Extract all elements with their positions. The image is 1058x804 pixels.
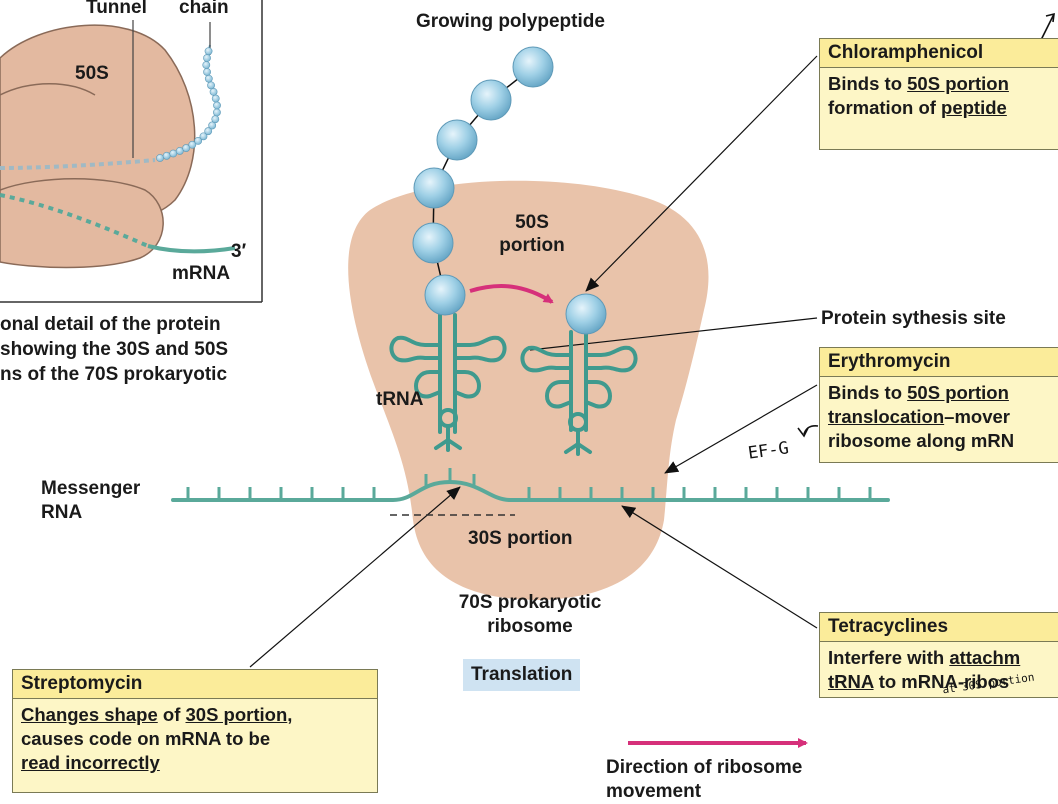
inset-chain-bead: [204, 47, 213, 56]
messenger-rna-label-line-1: Messenger: [41, 478, 141, 499]
inset-chain-bead: [213, 108, 221, 117]
chloramphenicol-title: Chloramphenicol: [820, 39, 1058, 68]
trna-right: [520, 330, 638, 456]
tetracyclines-text-2b: to mRNA-ribos: [873, 671, 1010, 692]
inset-chain-bead: [213, 101, 221, 110]
erythromycin-text-2u: translocation: [828, 406, 945, 427]
direction-label-line-1: Direction of ribosome: [606, 757, 803, 778]
inset-chain-bead: [202, 61, 211, 69]
streptomycin-title: Streptomycin: [13, 670, 377, 699]
protein-synthesis-site-label: Protein sythesis site: [821, 308, 1006, 329]
inset-chain-bead: [169, 149, 178, 158]
chloramphenicol-text-1a: Binds to: [828, 73, 908, 94]
polypeptide-beads: [412, 46, 607, 335]
streptomycin-text-1u1: Changes shape: [21, 704, 158, 725]
chloramphenicol-text-2a: formation of: [828, 97, 942, 118]
portion-30s-label: 30S portion: [468, 528, 573, 549]
chloramphenicol-text-1u: 50S portion: [907, 73, 1009, 94]
tetracyclines-title: Tetracyclines: [820, 613, 1058, 642]
streptomycin-text-3: read incorrectly: [21, 752, 160, 773]
inset-chain-bead: [182, 144, 191, 152]
portion-50s-label-line-2: portion: [499, 235, 565, 256]
inset-chain-bead: [204, 74, 213, 83]
inset-panel: [0, 0, 263, 303]
chloramphenicol-box: Chloramphenicol Binds to 50S portion for…: [819, 38, 1058, 150]
inset-chain-bead: [175, 147, 184, 155]
erythromycin-box: Erythromycin Binds to 50S portion transl…: [819, 347, 1058, 463]
erythromycin-text-1u: 50S portion: [907, 382, 1009, 403]
tetracyclines-text-2u: tRNA: [828, 671, 874, 692]
portion-50s-label-line-1: 50S: [515, 212, 549, 233]
direction-label-line-2: movement: [606, 781, 702, 802]
inset-tunnel-label: Tunnel: [86, 0, 147, 18]
chloramphenicol-text-2u: peptide: [941, 97, 1007, 118]
streptomycin-box: Streptomycin Changes shape of 30S portio…: [12, 669, 378, 793]
inset-chain-bead: [203, 54, 211, 62]
tetracyclines-box: Tetracyclines Interfere with attachm tRN…: [819, 612, 1058, 698]
inset-chain-bead: [207, 81, 215, 90]
ribosome-label-line-2: ribosome: [487, 616, 573, 637]
erythromycin-text-3: ribosome along mRN: [828, 430, 1015, 451]
inset-50s-label: 50S: [75, 63, 109, 84]
inset-chain-bead: [211, 115, 220, 124]
tetracyclines-text-1u: attachm: [949, 647, 1021, 668]
inset-caption-line-3: ns of the 70S prokaryotic: [0, 364, 228, 385]
streptomycin-text-1u2: 30S portion: [185, 704, 288, 725]
inset-3prime-label: 3′: [231, 241, 247, 262]
peptide-transfer-arrow: [469, 284, 554, 304]
erythromycin-text-2b: –mover: [944, 406, 1010, 427]
erythromycin-title: Erythromycin: [820, 348, 1058, 377]
tetracyclines-text-1a: Interfere with: [828, 647, 950, 668]
inset-chain-bead: [199, 132, 208, 141]
streptomycin-text-2: causes code on mRNA to be: [21, 728, 271, 749]
inset-chain-bead: [208, 121, 217, 130]
streptomycin-text-1a: of: [157, 704, 186, 725]
inset-chain-label: chain: [179, 0, 229, 18]
erythromycin-text-1a: Binds to: [828, 382, 908, 403]
inset-chain-bead: [156, 154, 164, 162]
inset-caption-line-2: showing the 30S and 50S: [0, 339, 229, 360]
inset-caption-line-1: onal detail of the protein: [0, 314, 221, 335]
inset-chain-bead: [203, 68, 211, 76]
inset-chain-bead: [188, 140, 197, 149]
inset-chain-bead: [162, 151, 171, 160]
inset-chain-bead: [209, 87, 218, 96]
streptomycin-text-1b: ,: [287, 704, 293, 725]
ribosome-label-line-1: 70S prokaryotic: [458, 592, 602, 613]
inset-chain-bead: [211, 94, 220, 103]
inset-mrna-label: mRNA: [172, 263, 231, 284]
inset-chain-bead: [194, 136, 203, 145]
translation-label: Translation: [463, 659, 581, 691]
growing-polypeptide-label: Growing polypeptide: [416, 11, 605, 32]
messenger-rna-label-line-2: RNA: [41, 502, 83, 523]
inset-chain-bead: [204, 127, 213, 136]
trna-label: tRNA: [376, 389, 424, 410]
trna-left: [389, 313, 507, 452]
